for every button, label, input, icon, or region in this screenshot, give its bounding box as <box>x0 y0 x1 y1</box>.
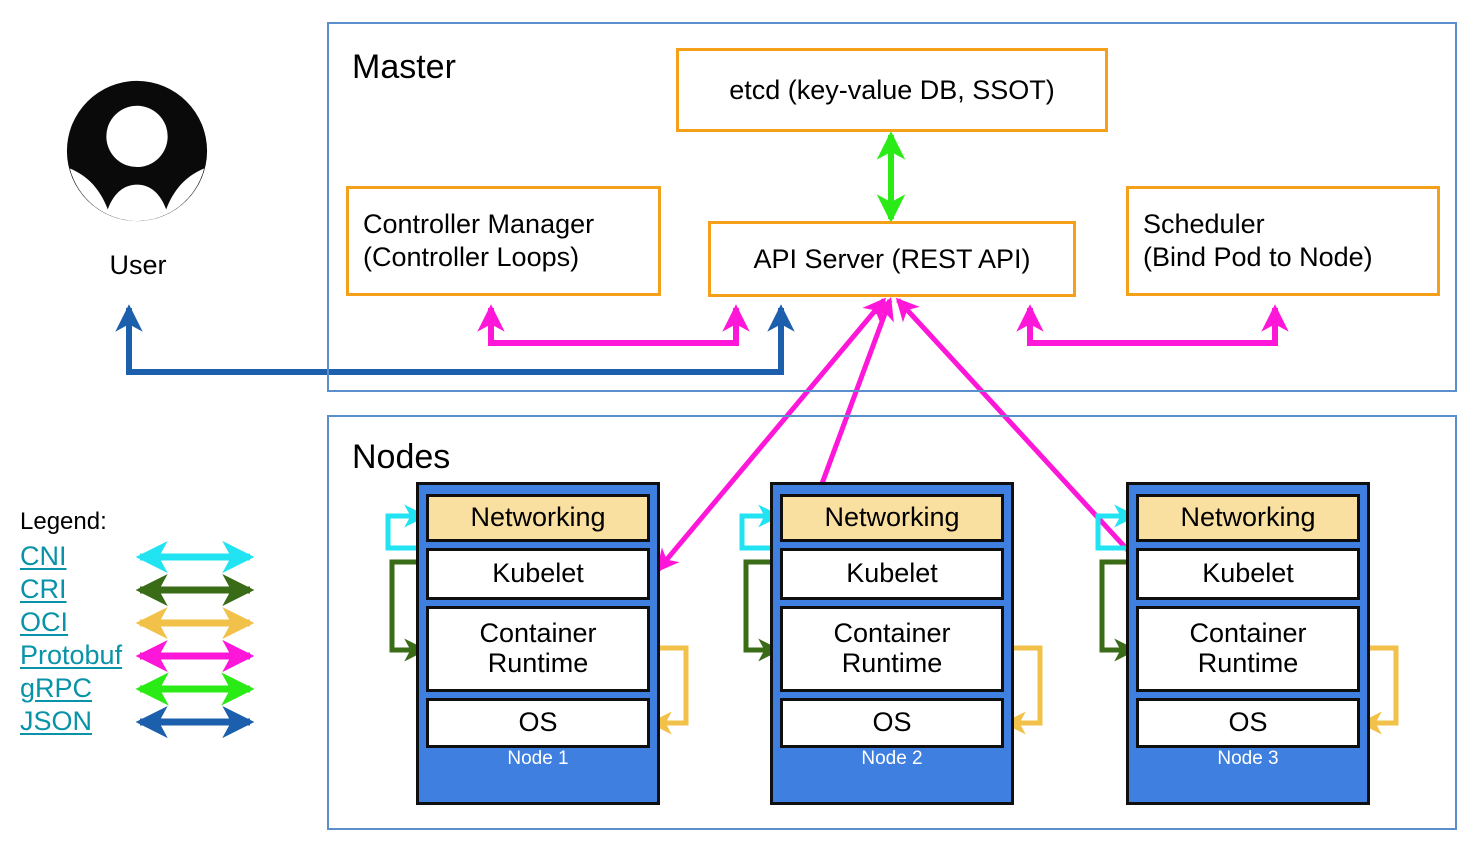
arrow-oci-node3 <box>1358 645 1399 735</box>
user-avatar-icon <box>66 80 208 222</box>
nodes-title: Nodes <box>352 438 451 476</box>
node2-container-runtime-layer[interactable]: Container Runtime <box>780 606 1004 692</box>
node1-kubelet-layer[interactable]: Kubelet <box>426 548 650 600</box>
arrow-cri-node2 <box>743 559 782 662</box>
arrow-cni-node3 <box>1095 504 1138 551</box>
node-label-2: Node 2 <box>861 748 923 769</box>
arrow-cni-node1 <box>385 504 428 551</box>
legend-item-cri[interactable]: CRI <box>20 574 67 604</box>
user-label: User <box>109 250 167 280</box>
node2-kubelet-layer[interactable]: Kubelet <box>780 548 1004 600</box>
scheduler-box[interactable]: Scheduler (Bind Pod to Node) <box>1126 186 1440 296</box>
arrow-cri-node1 <box>389 559 428 662</box>
master-group <box>327 22 1457 392</box>
legend-item-protobuf[interactable]: Protobuf <box>20 640 123 670</box>
controller-manager-box[interactable]: Controller Manager (Controller Loops) <box>346 186 661 296</box>
legend-item-cni[interactable]: CNI <box>20 541 67 571</box>
node3-container-runtime-layer[interactable]: Container Runtime <box>1136 606 1360 692</box>
legend-item-json[interactable]: JSON <box>20 706 93 736</box>
node2-os-layer[interactable]: OS <box>780 698 1004 748</box>
node3-os-layer[interactable]: OS <box>1136 698 1360 748</box>
node2-networking-layer[interactable]: Networking <box>780 494 1004 542</box>
arrow-cri-node3 <box>1099 559 1138 662</box>
node3-networking-layer[interactable]: Networking <box>1136 494 1360 542</box>
node1-os-layer[interactable]: OS <box>426 698 650 748</box>
node1-container-runtime-layer[interactable]: Container Runtime <box>426 606 650 692</box>
node3-kubelet-layer[interactable]: Kubelet <box>1136 548 1360 600</box>
node1-networking-layer[interactable]: Networking <box>426 494 650 542</box>
nodes-group <box>327 415 1457 830</box>
arrow-oci-node1 <box>648 645 689 735</box>
etcd-box[interactable]: etcd (key-value DB, SSOT) <box>676 48 1108 132</box>
legend-item-grpc[interactable]: gRPC <box>20 673 93 703</box>
api-server-box[interactable]: API Server (REST API) <box>708 221 1076 297</box>
arrow-cni-node2 <box>739 504 782 551</box>
legend-item-oci[interactable]: OCI <box>20 607 69 637</box>
master-title: Master <box>352 48 456 86</box>
legend-title: Legend: <box>20 508 107 535</box>
arrow-oci-node2 <box>1002 645 1043 735</box>
node-label-1: Node 1 <box>507 748 569 769</box>
node-label-3: Node 3 <box>1217 748 1279 769</box>
arrow-protobuf-apiserver-node3 <box>895 297 1149 573</box>
